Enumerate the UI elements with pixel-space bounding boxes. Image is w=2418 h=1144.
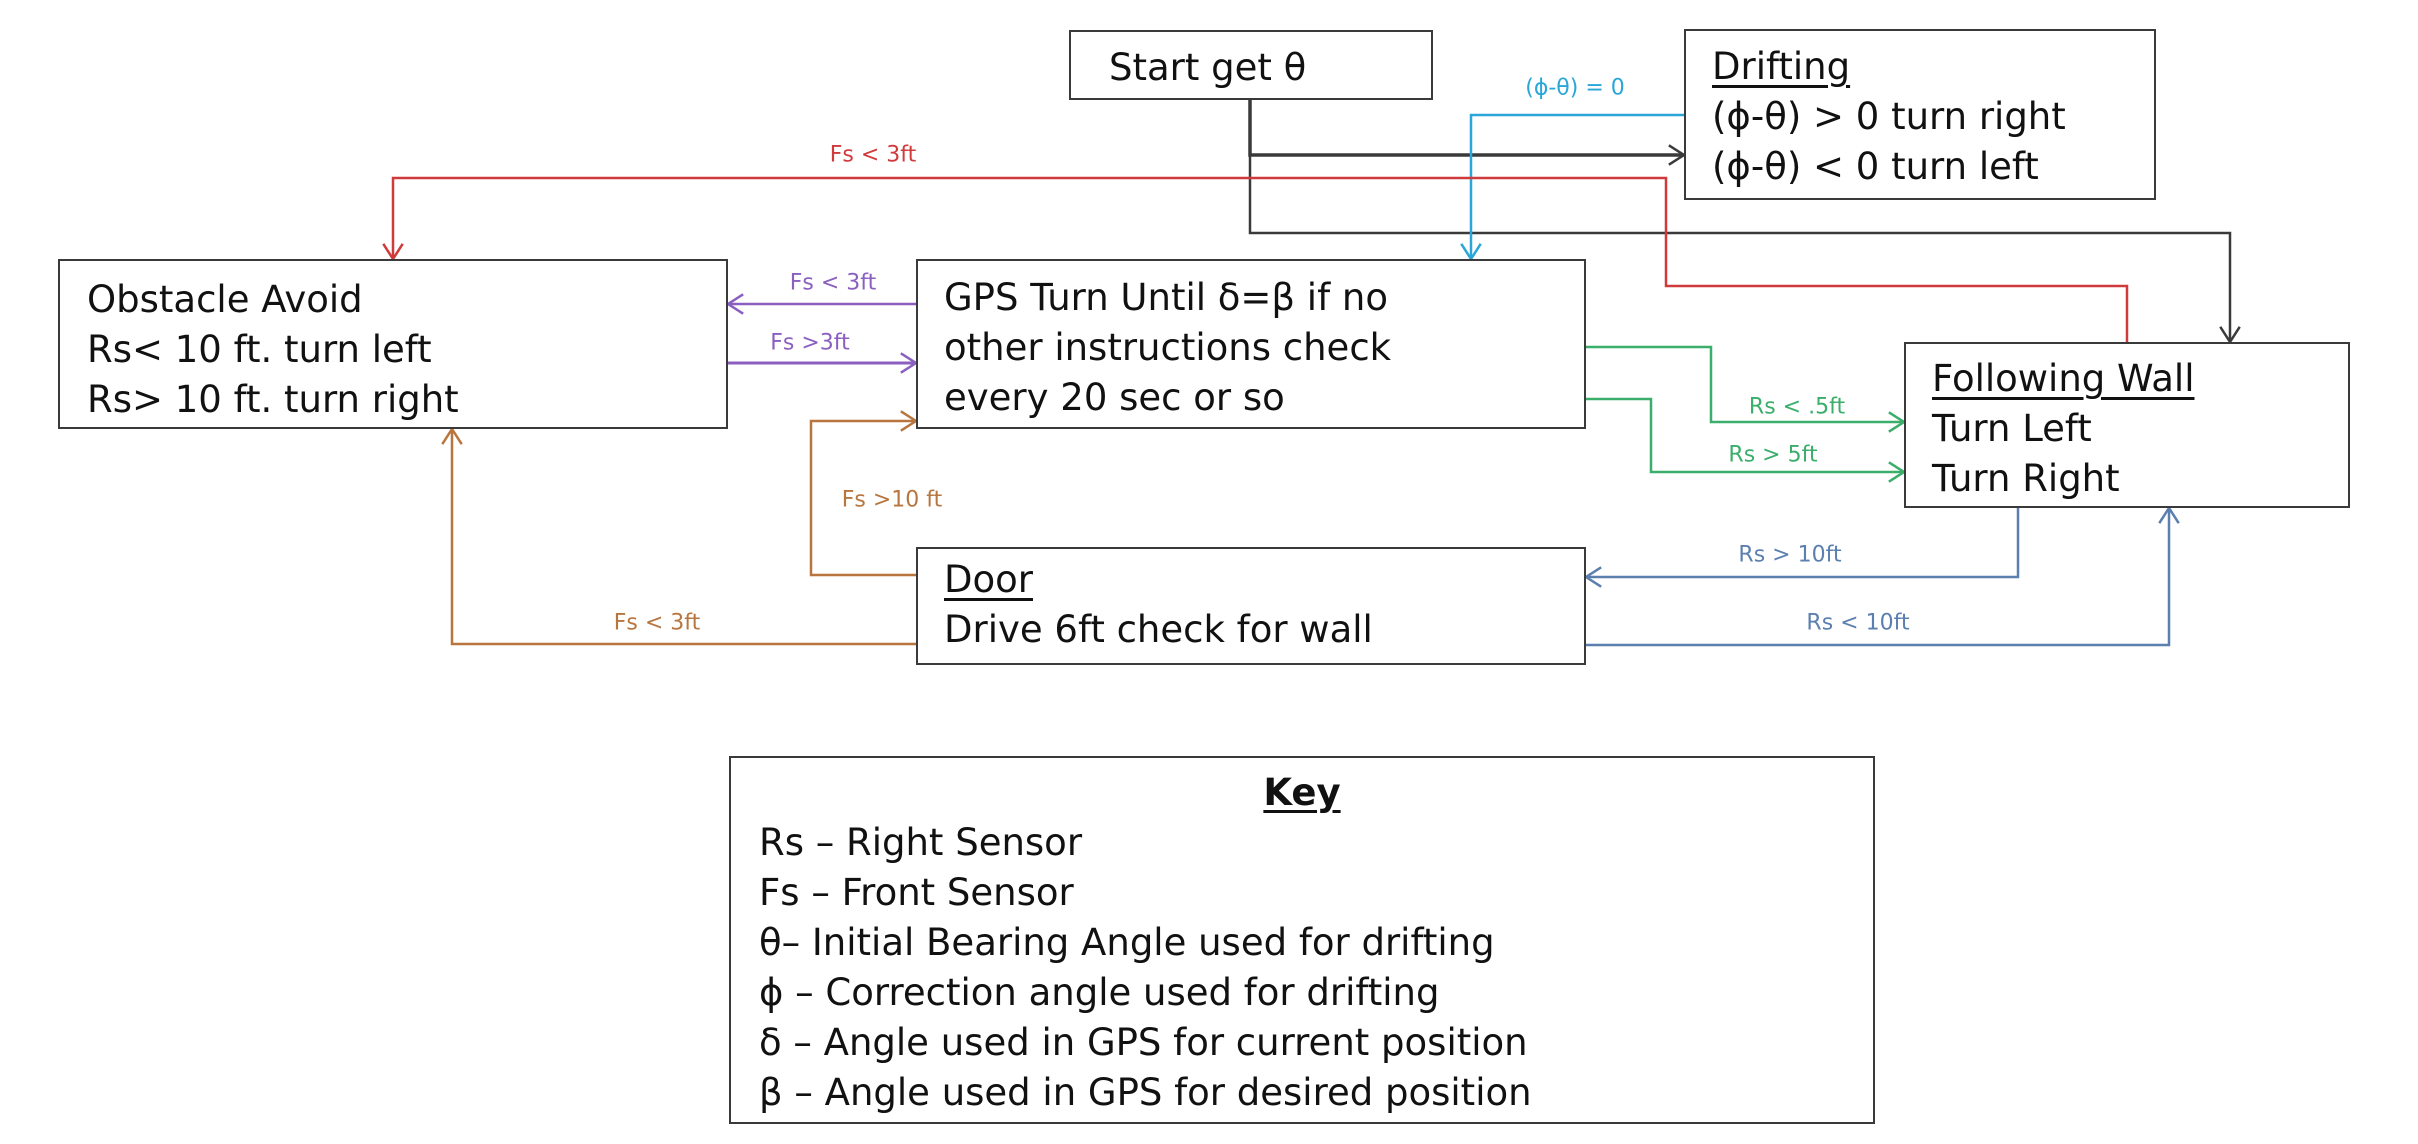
edge-line bbox=[1586, 508, 2020, 579]
arrowhead-icon bbox=[725, 293, 744, 315]
node-start-text: Start get θ bbox=[1109, 46, 1307, 89]
node-start: Start get θ bbox=[1069, 30, 1433, 100]
node-door: Door Drive 6ft check for wall bbox=[916, 547, 1586, 665]
legend-item: δ – Angle used in GPS for current positi… bbox=[759, 1021, 1528, 1064]
node-door-line: Drive 6ft check for wall bbox=[944, 608, 1373, 651]
node-drifting-line: (ϕ-θ) > 0 turn right bbox=[1712, 95, 2066, 138]
node-door-title: Door bbox=[944, 558, 1033, 601]
arrowhead-icon bbox=[2158, 505, 2180, 524]
node-following-line: Turn Right bbox=[1932, 457, 2120, 500]
arrowhead-icon bbox=[441, 426, 463, 445]
edge-door-to-following bbox=[1586, 505, 2180, 647]
legend-item: Fs – Front Sensor bbox=[759, 871, 1074, 914]
edge-line bbox=[1578, 345, 1904, 424]
edge-obstacle-to-gps bbox=[728, 352, 919, 374]
edge-label-door-to-obstacle: Fs < 3ft bbox=[613, 610, 701, 636]
edge-gps-to-following-a bbox=[1578, 345, 1907, 433]
arrowhead-icon bbox=[1583, 566, 1602, 588]
edge-line bbox=[391, 176, 2129, 342]
node-following-title: Following Wall bbox=[1932, 357, 2195, 400]
edge-line bbox=[1248, 100, 1684, 157]
node-gps-line: every 20 sec or so bbox=[944, 376, 1285, 419]
edge-label-obstacle-to-gps: Fs >3ft bbox=[770, 330, 850, 356]
edge-gps-to-following-b bbox=[1574, 397, 1907, 483]
node-following-wall: Following Wall Turn Left Turn Right bbox=[1904, 342, 2350, 508]
edge-line bbox=[1574, 397, 1904, 474]
node-gps-line: GPS Turn Until δ=β if no bbox=[944, 276, 1388, 319]
edge-line bbox=[1586, 508, 2171, 647]
edge-line bbox=[809, 419, 916, 577]
legend-item: Rs – Right Sensor bbox=[759, 821, 1083, 864]
legend-item: θ– Initial Bearing Angle used for drifti… bbox=[759, 921, 1495, 964]
edge-gps-to-obstacle bbox=[725, 293, 916, 315]
edge-label-gps-to-obstacle: Fs < 3ft bbox=[789, 270, 877, 296]
edge-door-to-obstacle bbox=[441, 426, 916, 646]
edge-following-to-door bbox=[1583, 508, 2020, 588]
edge-label-following-to-obstacle: Fs < 3ft bbox=[829, 142, 917, 168]
node-obstacle-title: Obstacle Avoid bbox=[87, 278, 363, 321]
node-obstacle-line: Rs> 10 ft. turn right bbox=[87, 378, 459, 421]
edge-label-drifting-to-gps: (ϕ-θ) = 0 bbox=[1525, 75, 1625, 101]
edge-label-gps-to-following-a: Rs < .5ft bbox=[1748, 394, 1846, 420]
node-obstacle-line: Rs< 10 ft. turn left bbox=[87, 328, 432, 371]
edge-line bbox=[1469, 113, 1684, 259]
legend-title: Key bbox=[1263, 771, 1341, 814]
node-drifting: Drifting (ϕ-θ) > 0 turn right (ϕ-θ) < 0 … bbox=[1684, 29, 2156, 200]
node-drifting-line: (ϕ-θ) < 0 turn left bbox=[1712, 145, 2039, 188]
node-gps-turn: GPS Turn Until δ=β if no other instructi… bbox=[916, 259, 1586, 429]
legend-item: ϕ – Correction angle used for drifting bbox=[759, 971, 1440, 1014]
edge-label-gps-to-following-b: Rs > 5ft bbox=[1728, 442, 1818, 468]
edge-line bbox=[1248, 155, 2232, 342]
node-obstacle-avoid: Obstacle Avoid Rs< 10 ft. turn left Rs> … bbox=[58, 259, 728, 429]
edge-start-to-drifting bbox=[1248, 100, 1687, 166]
legend-item: β – Angle used in GPS for desired positi… bbox=[759, 1071, 1532, 1114]
edge-drifting-to-gps bbox=[1460, 113, 1684, 262]
node-following-line: Turn Left bbox=[1932, 407, 2092, 450]
node-drifting-title: Drifting bbox=[1712, 45, 1851, 88]
node-gps-line: other instructions check bbox=[944, 326, 1392, 369]
edge-line bbox=[450, 429, 916, 646]
legend-key: Key Rs – Right Sensor Fs – Front Sensor … bbox=[729, 756, 1875, 1124]
edge-label-following-to-door: Rs > 10ft bbox=[1738, 542, 1842, 568]
edge-label-door-to-following: Rs < 10ft bbox=[1806, 610, 1910, 636]
edge-label-door-to-gps: Fs >10 ft bbox=[841, 487, 943, 513]
